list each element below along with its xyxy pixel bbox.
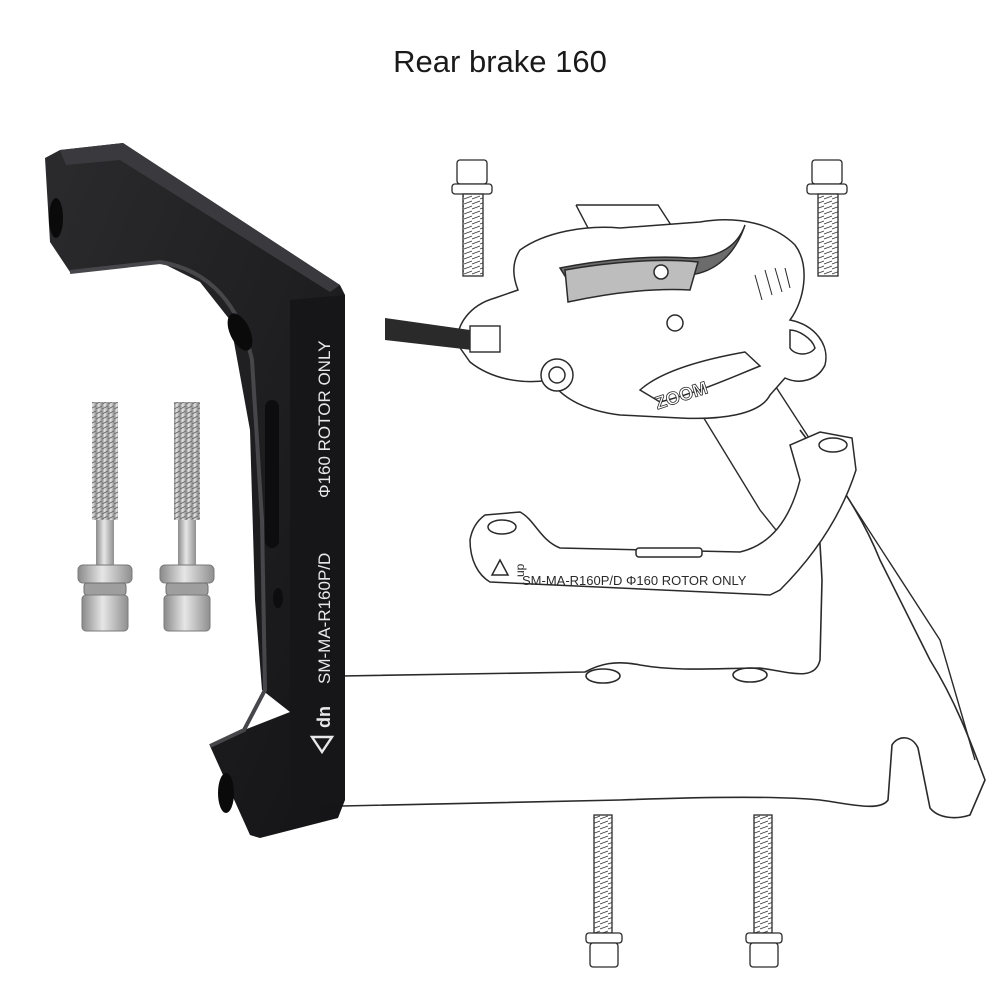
brake-caliper: ZOOM [456, 219, 827, 420]
diagram-adapter: up SM-MA-R160P/D Φ160 ROTOR ONLY [469, 431, 857, 596]
page-title: Rear brake 160 [393, 44, 607, 79]
steel-bolt-left [77, 402, 133, 632]
diagram-adapter-engraving: SM-MA-R160P/D Φ160 ROTOR ONLY [522, 573, 747, 588]
steel-bolt-right [159, 402, 215, 632]
frame-bolt-left [585, 814, 623, 968]
brake-adapter: SM-MA-R160P/D Φ160 ROTOR ONLY dn [45, 143, 345, 838]
frame-bolt-right [745, 814, 783, 968]
caliper-bolt-right [806, 159, 848, 277]
adapter-engraving-rotor: Φ160 ROTOR ONLY [315, 341, 334, 498]
frame-outline [341, 429, 986, 819]
triangle-up-icon [490, 558, 510, 576]
triangle-down-icon [309, 735, 335, 755]
caliper-bolt-left [451, 159, 493, 277]
adapter-engraving-model: SM-MA-R160P/D [315, 553, 334, 684]
adapter-direction-label: dn [314, 706, 334, 728]
brake-hose [385, 318, 501, 353]
diagram-direction-label: up [513, 563, 527, 577]
